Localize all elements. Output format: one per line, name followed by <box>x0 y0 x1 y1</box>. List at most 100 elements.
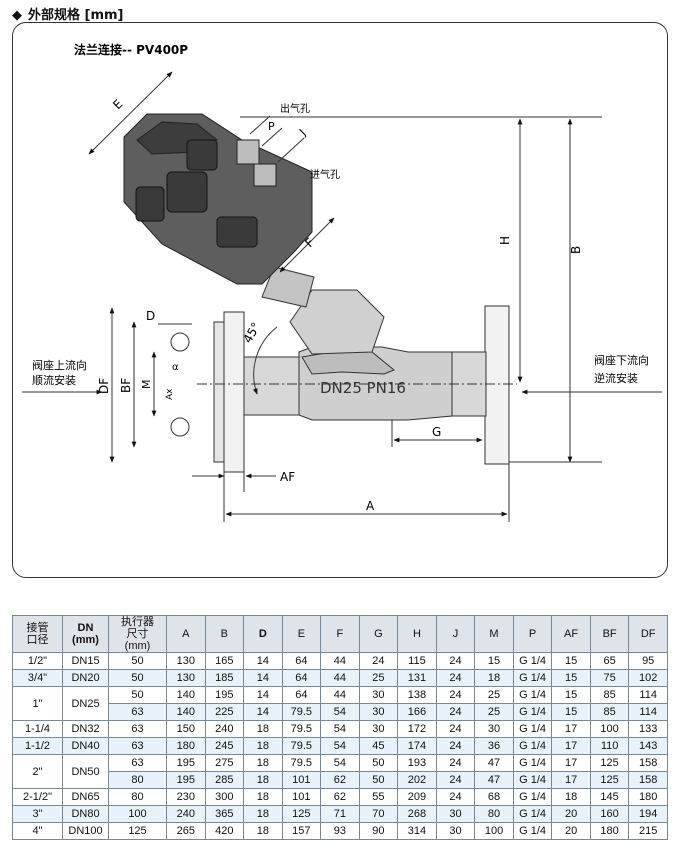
table-cell: 47 <box>474 754 514 772</box>
column-header-line: J <box>452 628 459 640</box>
table-cell: 24 <box>435 686 476 704</box>
table-cell: 25 <box>358 669 399 687</box>
table-cell: G 1/4 <box>512 737 553 755</box>
column-header-line: 尺寸 <box>126 628 149 640</box>
table-cell: 30 <box>435 822 476 840</box>
inlet-label: 进气孔 <box>310 168 340 181</box>
table-cell: 158 <box>628 771 668 789</box>
pipe-size-cell: 3/4" <box>12 669 63 687</box>
column-header-line: E <box>297 628 306 640</box>
table-cell: 138 <box>397 686 437 704</box>
table-cell: 15 <box>474 652 514 670</box>
table-cell: 100 <box>474 822 514 840</box>
table-cell: 245 <box>204 737 245 755</box>
column-header-line: DF <box>640 628 656 640</box>
table-cell: 314 <box>397 822 437 840</box>
table-cell: 25 <box>474 703 514 721</box>
dn-cell: DN20 <box>62 669 109 687</box>
table-cell: 80 <box>108 771 167 789</box>
table-cell: 15 <box>551 669 591 687</box>
table-cell: G 1/4 <box>512 805 553 823</box>
table-cell: 44 <box>320 686 360 704</box>
pipe-size-cell: 2" <box>12 754 63 789</box>
table-cell: 64 <box>281 669 322 687</box>
left-flow-label-2: 顺流安装 <box>32 373 76 387</box>
outlet-label: 出气孔 <box>280 102 310 115</box>
table-cell: 47 <box>474 771 514 789</box>
table-cell: 195 <box>166 754 206 772</box>
table-cell: 44 <box>320 669 360 687</box>
dim-a-label: A <box>366 499 375 513</box>
table-cell: 65 <box>589 652 630 670</box>
table-cell: 18 <box>551 788 591 806</box>
table-cell: 193 <box>397 754 437 772</box>
table-cell: 54 <box>320 703 360 721</box>
dn-cell: DN40 <box>62 737 109 755</box>
table-cell: 180 <box>628 788 668 806</box>
pipe-size-cell: 1" <box>12 686 63 721</box>
table-cell: 17 <box>551 737 591 755</box>
column-header-line: 接管 <box>26 622 49 634</box>
table-cell: 268 <box>397 805 437 823</box>
right-flange <box>484 305 510 465</box>
table-cell: G 1/4 <box>512 754 553 772</box>
pipe-size-cell: 2-1/2" <box>12 788 63 806</box>
table-cell: 24 <box>435 669 476 687</box>
table-cell: 285 <box>204 771 245 789</box>
table-cell: 90 <box>358 822 399 840</box>
table-cell: 158 <box>628 754 668 772</box>
table-cell: 300 <box>204 788 245 806</box>
table-cell: 30 <box>358 720 399 738</box>
table-cell: 36 <box>474 737 514 755</box>
table-cell: 18 <box>243 805 283 823</box>
table-cell: 15 <box>551 686 591 704</box>
table-cell: 101 <box>281 771 322 789</box>
table-cell: G 1/4 <box>512 703 553 721</box>
table-cell: 125 <box>108 822 167 840</box>
table-cell: 160 <box>589 805 630 823</box>
dim-j-label: J <box>296 127 308 139</box>
table-cell: 79.5 <box>281 737 322 755</box>
table-cell: G 1/4 <box>512 686 553 704</box>
table-cell: 63 <box>108 720 167 738</box>
table-cell: 80 <box>108 788 167 806</box>
table-cell: 24 <box>435 771 476 789</box>
table-cell: 165 <box>204 652 245 670</box>
dim-af-label: AF <box>280 470 295 484</box>
table-cell: 150 <box>166 720 206 738</box>
table-cell: 50 <box>358 754 399 772</box>
valve-bonnet <box>261 266 395 375</box>
table-cell: 95 <box>628 652 668 670</box>
table-cell: 44 <box>320 652 360 670</box>
column-header-line: D <box>258 628 267 640</box>
dn-cell: DN15 <box>62 652 109 670</box>
column-header: DN(mm) <box>62 615 109 653</box>
table-cell: 17 <box>551 754 591 772</box>
table-cell: 18 <box>243 754 283 772</box>
table-cell: 140 <box>166 703 206 721</box>
table-cell: 157 <box>281 822 322 840</box>
column-header-line: 口径 <box>26 634 49 646</box>
table-cell: 24 <box>435 754 476 772</box>
column-header: A <box>166 615 206 653</box>
table-cell: G 1/4 <box>512 652 553 670</box>
table-cell: 225 <box>204 703 245 721</box>
table-cell: 30 <box>474 720 514 738</box>
table-cell: G 1/4 <box>512 771 553 789</box>
dim-alpha-label: α <box>172 362 179 373</box>
table-cell: 15 <box>551 703 591 721</box>
table-cell: 50 <box>108 652 167 670</box>
column-header: B <box>204 615 245 653</box>
table-cell: 20 <box>551 822 591 840</box>
dim-h-label: H <box>498 236 512 245</box>
table-cell: 114 <box>628 686 668 704</box>
actuator-head <box>123 113 313 285</box>
column-header: BF <box>589 615 630 653</box>
dim-g-label: G <box>432 425 441 439</box>
